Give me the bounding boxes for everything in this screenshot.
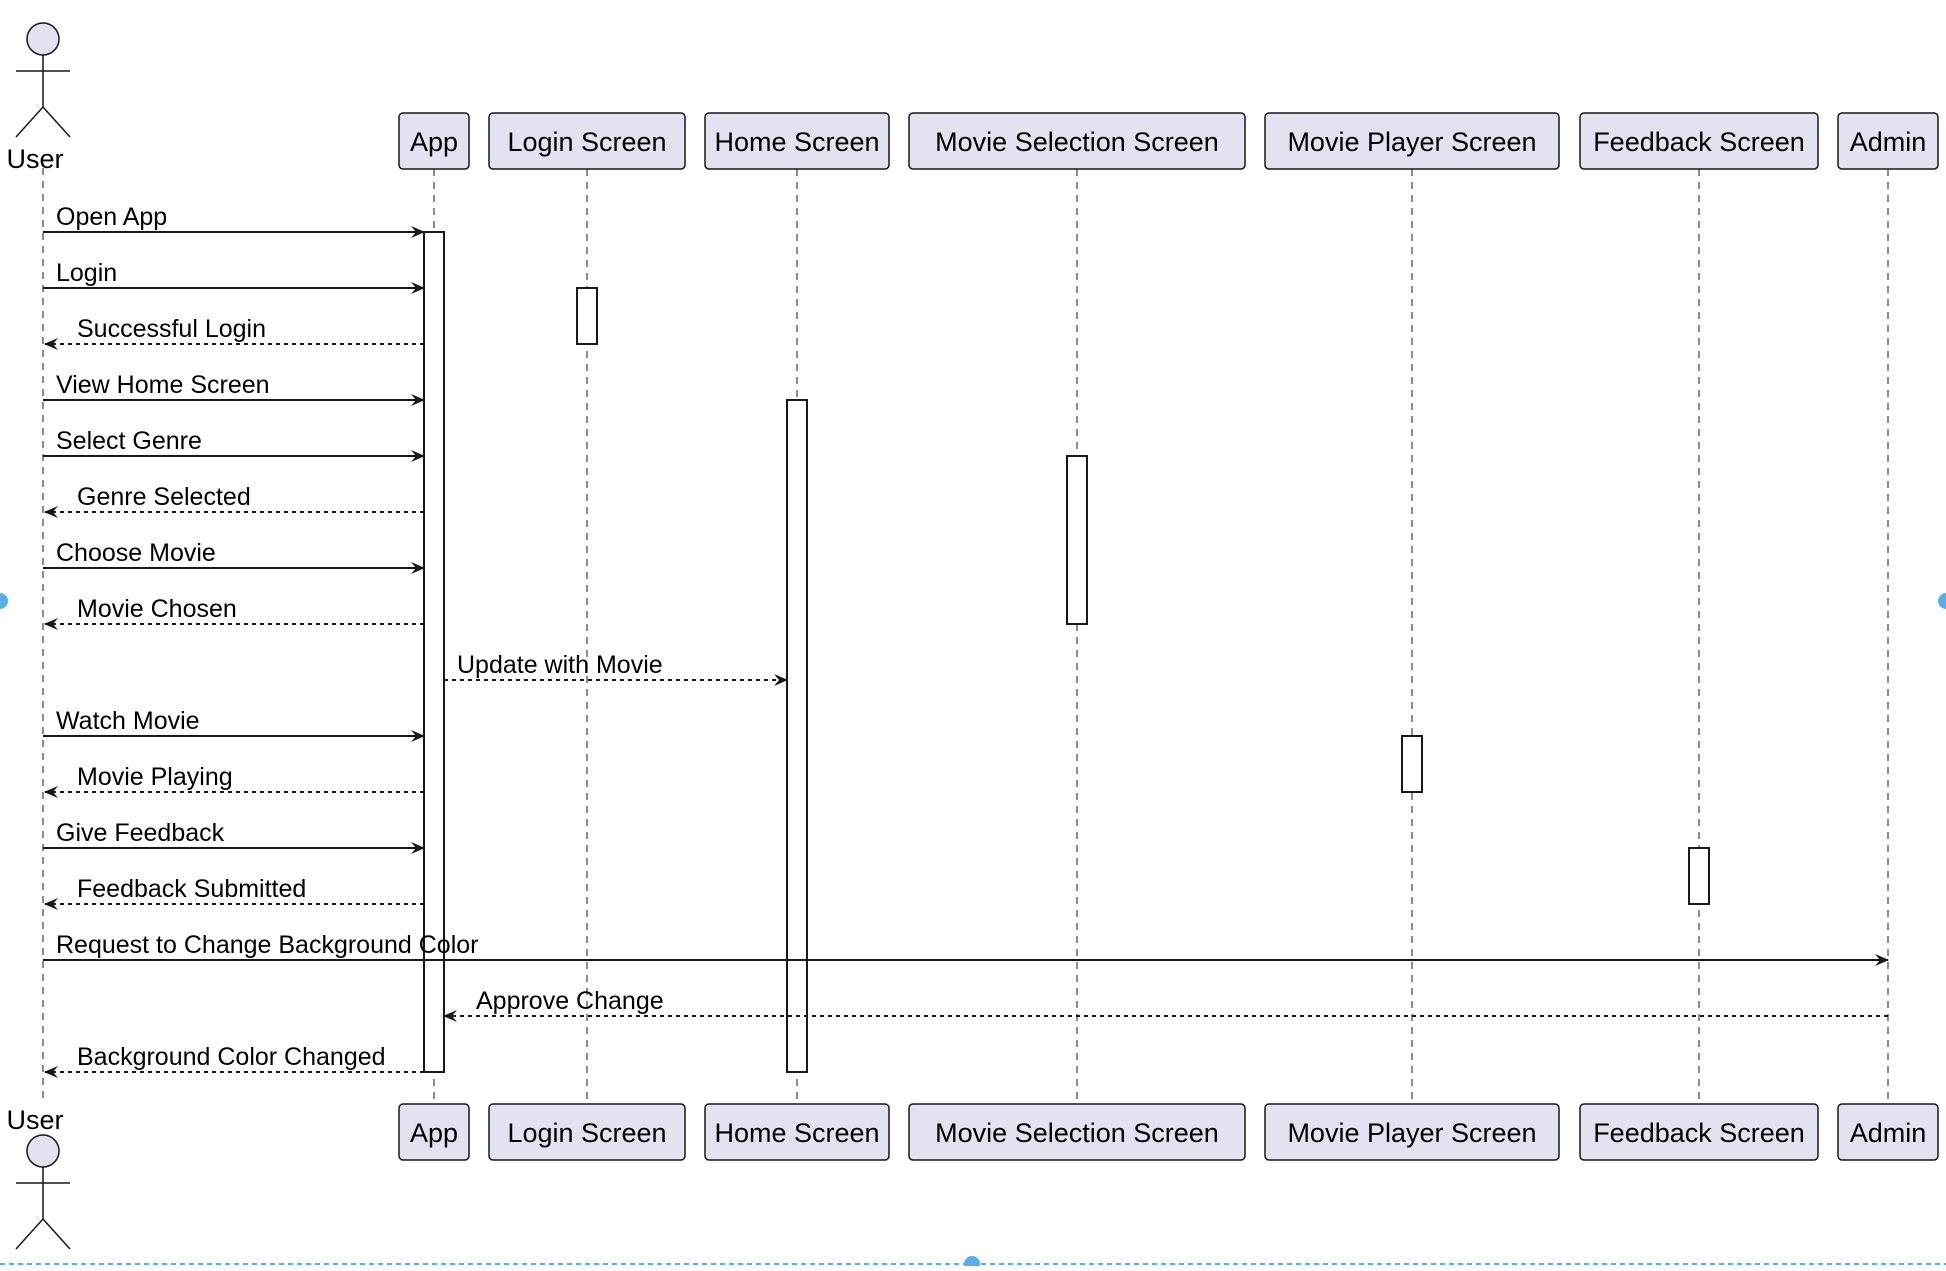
participant-movie_player-top: Movie Player Screen [1264,112,1560,170]
message-label: Choose Movie [56,539,216,567]
participant-label: Login Screen [507,1118,666,1148]
message-5: Select Genre [43,427,425,462]
actor-leg-left [15,106,44,138]
participant-box [1579,1103,1819,1161]
message-12: Give Feedback [43,819,425,854]
participant-box [398,112,470,170]
participant-home-top: Home Screen [704,112,890,170]
participant-label: Movie Selection Screen [935,127,1219,157]
participant-label: Feedback Screen [1593,127,1805,157]
actor-user-top: User [6,22,71,174]
participant-login-bottom: Login Screen [488,1103,686,1161]
participant-box [398,1103,470,1161]
participant-box [704,1103,890,1161]
resize-handle-3[interactable] [964,1256,980,1271]
actor-leg-right [42,106,71,138]
message-2: Login [43,259,425,294]
participant-label: Login Screen [507,127,666,157]
participant-label: Admin [1850,1118,1927,1148]
resize-handle-1[interactable] [0,593,8,609]
participant-feedback-bottom: Feedback Screen [1579,1103,1819,1161]
participant-box [1264,1103,1560,1161]
participant-movie_player-bottom: Movie Player Screen [1264,1103,1560,1161]
participant-admin-bottom: Admin [1837,1103,1939,1161]
message-label: Movie Chosen [77,595,237,623]
participant-box [908,112,1246,170]
activation-bar-login [576,287,598,345]
message-11: Movie Playing [44,763,424,798]
message-label: Give Feedback [56,819,225,847]
participant-box [1579,112,1819,170]
activation-bar-feedback [1688,847,1710,905]
message-14: Request to Change Background Color [43,931,1889,966]
actor-label: User [6,1105,63,1135]
message-10: Watch Movie [43,707,425,742]
message-1: Open App [43,203,425,238]
participant-box [488,1103,686,1161]
participant-label: Admin [1850,127,1927,157]
actor-label: User [6,144,63,174]
resize-handle-2[interactable] [1938,593,1946,609]
actor-head [26,22,60,56]
message-label: Background Color Changed [77,1043,386,1071]
participant-movie_selection-bottom: Movie Selection Screen [908,1103,1246,1161]
message-label: Login [56,259,117,287]
message-3: Successful Login [44,315,424,350]
message-7: Choose Movie [43,539,425,574]
participant-login-top: Login Screen [488,112,686,170]
participant-box [1837,1103,1939,1161]
participant-movie_selection-top: Movie Selection Screen [908,112,1246,170]
participant-feedback-top: Feedback Screen [1579,112,1819,170]
participant-label: Home Screen [714,1118,879,1148]
participant-app-bottom: App [398,1103,470,1161]
message-label: Request to Change Background Color [56,931,479,959]
participant-label: Home Screen [714,127,879,157]
message-8: Movie Chosen [44,595,424,630]
message-label: Select Genre [56,427,202,455]
message-label: Feedback Submitted [77,875,306,903]
message-label: Movie Playing [77,763,233,791]
message-label: Update with Movie [457,651,663,679]
participant-app-top: App [398,112,470,170]
participant-label: Feedback Screen [1593,1118,1805,1148]
participant-label: App [410,127,458,157]
participant-box [1264,112,1560,170]
activation-bar-home [786,399,808,1073]
message-13: Feedback Submitted [44,875,424,910]
message-15: Approve Change [443,987,1888,1022]
participant-label: Movie Selection Screen [935,1118,1219,1148]
participant-label: Movie Player Screen [1287,1118,1536,1148]
message-9: Update with Movie [444,651,788,686]
message-label: Genre Selected [77,483,251,511]
participant-box [704,112,890,170]
participant-home-bottom: Home Screen [704,1103,890,1161]
activation-bar-app [423,231,445,1073]
message-label: Successful Login [77,315,266,343]
actor-user-bottom: User [6,1105,71,1250]
actor-head [26,1134,60,1168]
participant-box [488,112,686,170]
participant-label: App [410,1118,458,1148]
participant-box [908,1103,1246,1161]
message-label: Approve Change [476,987,664,1015]
message-4: View Home Screen [43,371,425,406]
actor-leg-right [42,1218,71,1250]
message-16: Background Color Changed [44,1043,424,1078]
participant-label: Movie Player Screen [1287,127,1536,157]
actor-leg-left [15,1218,44,1250]
message-6: Genre Selected [44,483,424,518]
participant-box [1837,112,1939,170]
message-label: Open App [56,203,167,231]
activation-bar-movie_selection [1066,455,1088,625]
participant-admin-top: Admin [1837,112,1939,170]
message-label: View Home Screen [56,371,270,399]
activation-bar-movie_player [1401,735,1423,793]
message-label: Watch Movie [56,707,200,735]
